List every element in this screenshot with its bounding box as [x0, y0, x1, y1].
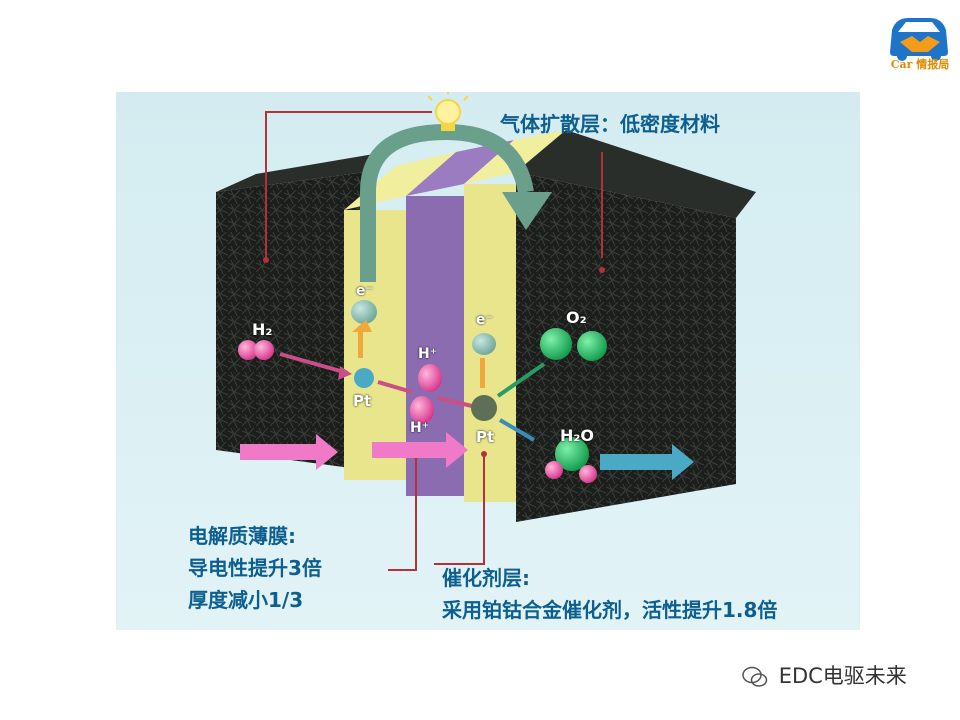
- h2o-label: H₂O: [560, 426, 594, 445]
- catalyst-callout: 催化剂层: 采用铂钴合金催化剂，活性提升1.8倍: [442, 562, 777, 626]
- h2-label: H₂: [252, 320, 273, 339]
- catalyst-title: 催化剂层:: [442, 566, 530, 590]
- wechat-icon: [742, 666, 768, 687]
- h2-molecule: [238, 340, 352, 380]
- pt-label-right: Pt: [476, 428, 495, 446]
- watermark: EDC电驱未来: [742, 660, 907, 690]
- car-info-logo-icon: [890, 18, 948, 61]
- membrane-title: 电解质薄膜:: [188, 524, 296, 548]
- membrane-line-2: 厚度减小1/3: [188, 588, 304, 612]
- electron-flow-arrow: [360, 123, 552, 282]
- o2-label: O₂: [566, 308, 587, 327]
- o2-molecule: [540, 328, 607, 361]
- anode-reaction-site: [351, 300, 413, 394]
- logo-text: Car 情报局: [890, 58, 950, 71]
- light-bulb-icon: [427, 92, 469, 131]
- watermark-text: EDC电驱未来: [778, 664, 907, 688]
- fuel-cell-diagram: [116, 92, 860, 630]
- pt-label-left: Pt: [353, 392, 372, 410]
- catalyst-line-1: 采用铂钴合金催化剂，活性提升1.8倍: [442, 598, 778, 622]
- cathode-reaction-site: [471, 333, 546, 442]
- anode-gas-diffusion-block: [216, 152, 386, 470]
- cathode-gas-diffusion-block: [516, 130, 756, 522]
- proton-label-bottom: H⁺: [410, 420, 430, 436]
- proton-label-top: H⁺: [418, 346, 438, 362]
- electron-label-right: e⁻: [476, 312, 493, 328]
- h2o-molecule: [545, 437, 597, 483]
- bottom-flow-arrows: [240, 432, 694, 480]
- gas-diffusion-layer-label: 气体扩散层：低密度材料: [500, 112, 720, 136]
- electron-label-left: e⁻: [356, 283, 373, 299]
- membrane-line-1: 导电性提升3倍: [188, 556, 322, 580]
- membrane-callout: 电解质薄膜: 导电性提升3倍 厚度减小1/3: [188, 520, 322, 616]
- pointer-lines: [265, 111, 603, 571]
